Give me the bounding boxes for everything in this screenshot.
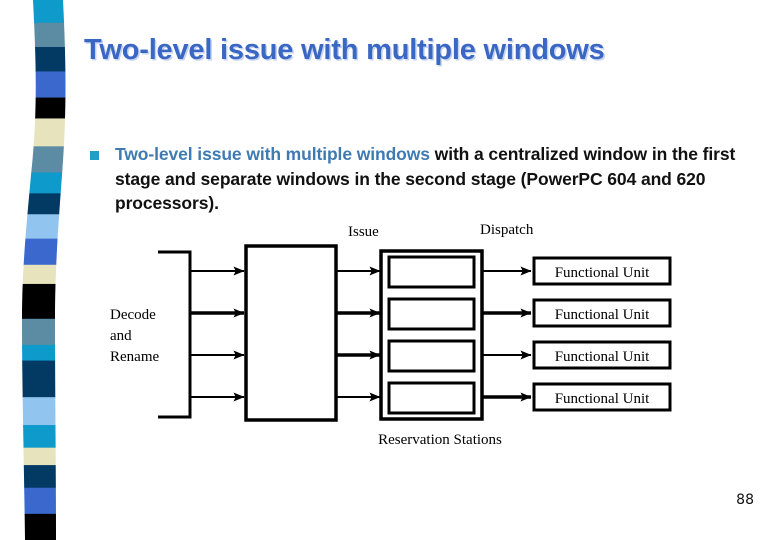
functional-unit-label: Functional Unit — [555, 349, 650, 365]
square-bullet-icon — [90, 151, 99, 160]
stripe-band — [22, 425, 66, 449]
functional-unit-label: Functional Unit — [555, 391, 650, 407]
dispatch-to-rs-arrows — [336, 266, 381, 402]
stripe-band — [22, 344, 66, 362]
reservation-station-slot — [387, 339, 476, 373]
stripe-band — [22, 193, 66, 215]
stripe-band — [22, 465, 66, 489]
dispatch-label: Dispatch — [480, 222, 534, 238]
functional-unit-label: Functional Unit — [555, 307, 650, 323]
central-window-box — [244, 244, 338, 422]
issue-label: Issue — [348, 224, 379, 240]
bullet-rest-phrase: with a centralized window in the first s… — [115, 144, 736, 213]
functional-unit-box — [532, 298, 672, 328]
stripe-band — [22, 264, 66, 285]
stripe-band — [22, 172, 66, 194]
reservation-station-slot — [387, 255, 476, 289]
page-title: Two-level issue with multiple windows — [84, 34, 605, 66]
issue-input-arrows — [190, 266, 245, 402]
functional-unit-label: Functional Unit — [555, 265, 650, 281]
bullet-list: Two-level issue with multiple windows wi… — [90, 142, 750, 216]
decode-rename-bracket — [158, 250, 192, 419]
rename-label: Rename — [110, 349, 159, 365]
bullet-highlight-phrase: Two-level issue with multiple windows — [115, 144, 430, 164]
functional-unit-box — [532, 340, 672, 370]
reservation-stations-label: Reservation Stations — [378, 432, 502, 448]
decode-label: Decode — [110, 307, 156, 323]
functional-units-group: Functional Unit Functional Unit Function… — [532, 256, 672, 412]
reservation-station-slots — [387, 255, 476, 415]
bullet-item-text: Two-level issue with multiple windows wi… — [115, 142, 750, 216]
functional-unit-box — [532, 382, 672, 412]
reservation-station-slot — [387, 297, 476, 331]
wavy-color-stripe-decoration — [0, 0, 90, 540]
stripe-band — [22, 447, 66, 466]
reservation-station-slot — [387, 381, 476, 415]
and-label: and — [110, 328, 132, 344]
rs-to-fu-arrows — [482, 266, 532, 402]
page-number: 88 — [736, 492, 754, 508]
functional-unit-box — [532, 256, 672, 286]
